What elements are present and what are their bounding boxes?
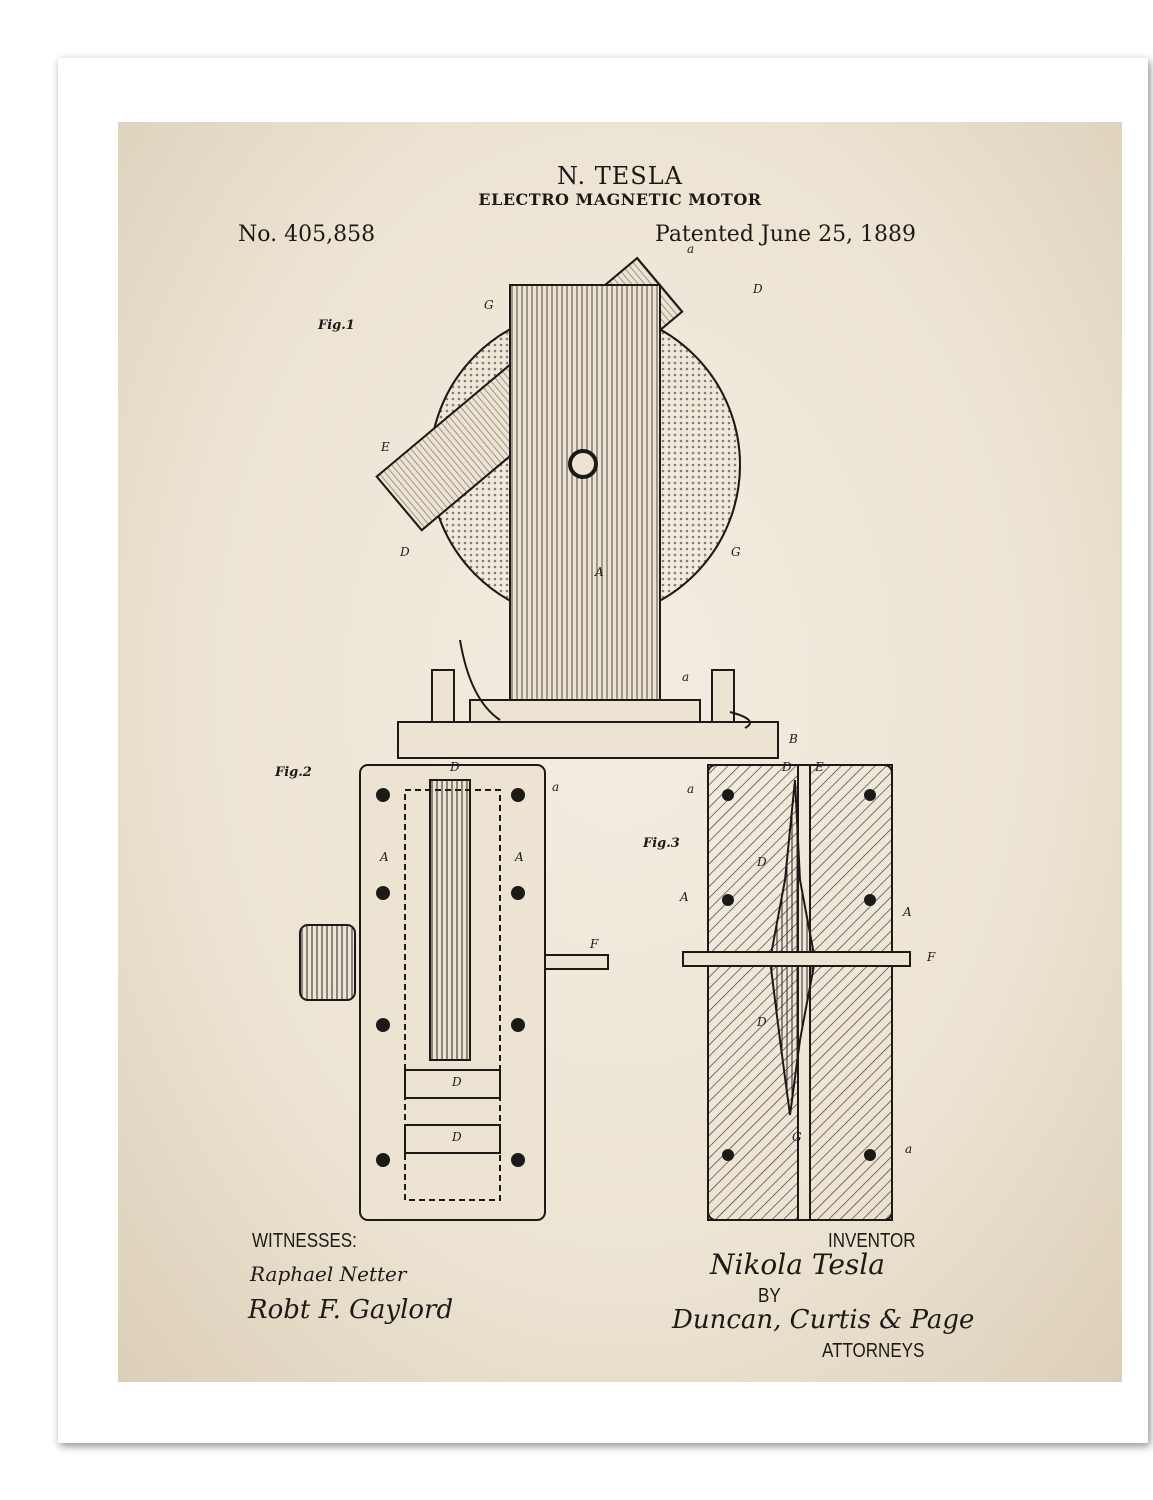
ref-letter: a [552, 780, 560, 794]
inventor-signature: Nikola Tesla [710, 1248, 885, 1281]
ref-letter: D [452, 1075, 462, 1089]
attorneys-signature: Duncan, Curtis & Page [672, 1305, 975, 1335]
ref-letter: D [757, 855, 767, 869]
ref-letter: F [590, 937, 599, 951]
fig-1-label: Fig.1 [318, 318, 355, 333]
ref-letter: A [595, 565, 604, 579]
patent-title: ELECTRO MAGNETIC MOTOR [478, 190, 762, 209]
ref-letter: D [452, 1130, 462, 1144]
ref-letter: D [400, 545, 410, 559]
ref-letter: G [731, 545, 741, 559]
ref-letter: A [515, 850, 524, 864]
ref-letter: D [450, 760, 460, 774]
ref-letter: A [380, 850, 389, 864]
figure-1-drawing [375, 256, 779, 759]
ref-letter: D [753, 282, 763, 296]
ref-letter: A [680, 890, 689, 904]
ref-letter: A [903, 905, 912, 919]
witness-signature-1: Raphael Netter [250, 1262, 407, 1286]
ref-letter: a [905, 1142, 913, 1156]
patent-date: Patented June 25, 1889 [655, 222, 917, 247]
ref-letter: G [792, 1130, 802, 1144]
witness-signature-2: Robt F. Gaylord [248, 1295, 454, 1325]
ref-letter: E [815, 760, 824, 774]
attorneys-label: ATTORNEYS [822, 1340, 925, 1362]
ref-letter: a [687, 242, 695, 256]
ref-letter: E [381, 440, 390, 454]
ref-letter: F [927, 950, 936, 964]
ref-letter: D [757, 1015, 767, 1029]
by-label: BY [758, 1285, 781, 1307]
inventor-heading: N. TESLA [557, 162, 683, 190]
ref-letter: B [789, 732, 798, 746]
ref-letter: G [484, 298, 494, 312]
ref-letter: a [687, 782, 695, 796]
witnesses-label: WITNESSES: [252, 1230, 357, 1252]
ref-letter: a [682, 670, 690, 684]
ref-letter: D [782, 760, 792, 774]
figure-3-drawing [682, 764, 911, 1221]
inventor-label: INVENTOR [828, 1230, 916, 1252]
patent-number: No. 405,858 [238, 222, 376, 247]
fig-3-label: Fig.3 [643, 836, 680, 851]
figure-2-drawing [299, 764, 609, 1221]
fig-2-label: Fig.2 [275, 765, 312, 780]
